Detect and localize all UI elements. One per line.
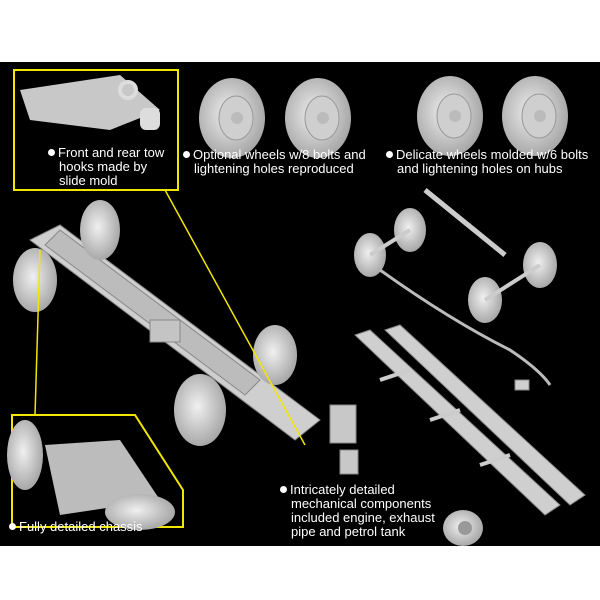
bullet-icon <box>48 149 55 156</box>
tow-hook-inset <box>13 69 179 191</box>
caption-tow-hooks: Front and rear tow hooks made by slide m… <box>48 146 164 188</box>
callout-line-chassis <box>34 249 41 416</box>
delicate-wheel-2 <box>502 76 568 156</box>
delicate-wheel-1 <box>417 76 483 156</box>
bullet-icon <box>9 523 16 530</box>
exploded-parts <box>329 188 586 546</box>
caption-mechanical: Intricately detailed mechanical componen… <box>280 483 435 539</box>
caption-optional-wheels: Optional wheels w/8 bolts and lightening… <box>183 148 366 176</box>
optional-wheel-1 <box>199 78 265 158</box>
optional-wheel-2 <box>285 78 351 158</box>
bullet-icon <box>183 151 190 158</box>
callout-line-tow <box>164 189 306 446</box>
caption-chassis: Fully detailed chassis <box>9 520 143 534</box>
bullet-icon <box>386 151 393 158</box>
chassis-inset <box>7 414 184 530</box>
assembled-chassis <box>13 200 321 446</box>
bullet-icon <box>280 486 287 493</box>
caption-delicate-wheels: Delicate wheels molded w/6 bolts and lig… <box>386 148 588 176</box>
